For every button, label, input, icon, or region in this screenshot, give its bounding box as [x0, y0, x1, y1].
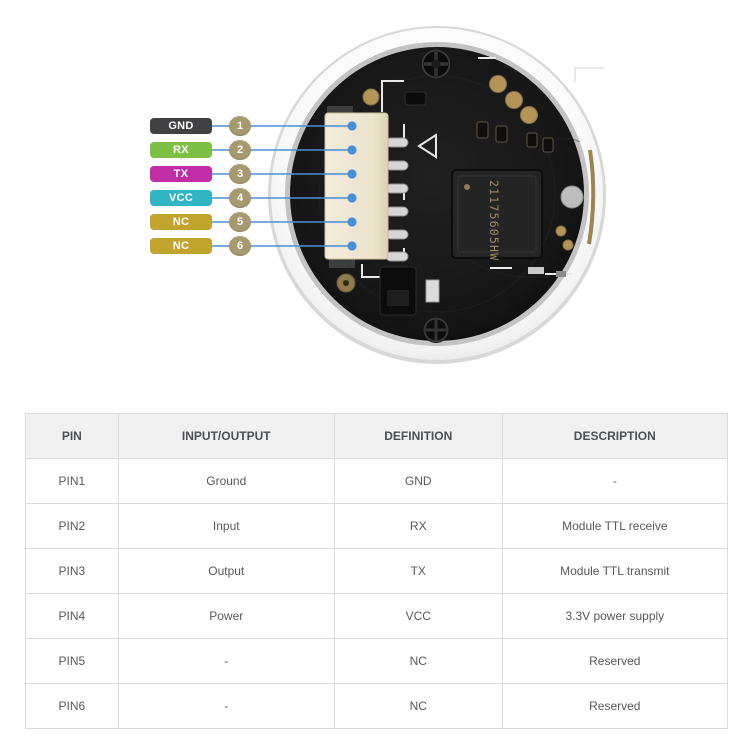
- screw-bottom-icon: [423, 317, 449, 343]
- screw-top-icon: [421, 49, 451, 79]
- cell-io: -: [117, 638, 335, 684]
- pin-label-nc5: NC: [150, 214, 212, 230]
- table-header-row: PIN INPUT/OUTPUT DEFINITION DESCRIPTION: [25, 413, 729, 459]
- gold-trace: [587, 149, 596, 245]
- cell-io: Power: [117, 593, 335, 639]
- chip-marking: 21175605HW: [487, 180, 501, 261]
- table-row: PIN3 Output TX Module TTL transmit: [25, 548, 729, 594]
- cell-pin: PIN1: [25, 458, 119, 504]
- cell-definition: GND: [333, 458, 503, 504]
- pin-label-vcc: VCC: [150, 190, 212, 206]
- cell-pin: PIN6: [25, 683, 119, 729]
- fingerprint-module-photo: 21175605HW: [211, 26, 606, 364]
- cell-description: 3.3V power supply: [501, 593, 729, 639]
- connector-pins: [385, 137, 409, 262]
- pin-number-badge-4: 4: [229, 188, 251, 208]
- pin-number-badge-6: 6: [229, 236, 251, 256]
- cell-description: Module TTL receive: [501, 503, 729, 549]
- cell-definition: TX: [333, 548, 503, 594]
- cell-pin: PIN3: [25, 548, 119, 594]
- cell-definition: NC: [333, 638, 503, 684]
- main-chip: 21175605HW: [451, 169, 543, 261]
- column-header-pin: PIN: [25, 413, 119, 459]
- cell-io: -: [117, 683, 335, 729]
- column-header-input-output: INPUT/OUTPUT: [117, 413, 335, 459]
- gold-pads: [362, 75, 574, 251]
- column-header-description: DESCRIPTION: [501, 413, 729, 459]
- chip-pin1-marker: [464, 184, 470, 190]
- table-row: PIN5 - NC Reserved: [25, 638, 729, 684]
- pin-number-badge-2: 2: [229, 140, 251, 160]
- table-row: PIN4 Power VCC 3.3V power supply: [25, 593, 729, 639]
- table-row: PIN6 - NC Reserved: [25, 683, 729, 729]
- pin-number-badge-5: 5: [229, 212, 251, 232]
- cell-description: Reserved: [501, 683, 729, 729]
- cell-definition: NC: [333, 683, 503, 729]
- pin-description-table: PIN INPUT/OUTPUT DEFINITION DESCRIPTION …: [25, 413, 729, 729]
- pin-label-nc6: NC: [150, 238, 212, 254]
- table-row: PIN2 Input RX Module TTL receive: [25, 503, 729, 549]
- cell-io: Output: [117, 548, 335, 594]
- mounting-hole: [560, 185, 584, 209]
- pad-slots: [476, 121, 554, 153]
- cell-io: Ground: [117, 458, 335, 504]
- cell-pin: PIN5: [25, 638, 119, 684]
- cell-pin: PIN4: [25, 593, 119, 639]
- cell-io: Input: [117, 503, 335, 549]
- pin-label-tx: TX: [150, 166, 212, 182]
- pin-number-badge-1: 1: [229, 116, 251, 136]
- column-header-definition: DEFINITION: [333, 413, 503, 459]
- pin-number-badge-3: 3: [229, 164, 251, 184]
- pin-label-rx: RX: [150, 142, 212, 158]
- table-row: PIN1 Ground GND -: [25, 458, 729, 504]
- cell-description: Reserved: [501, 638, 729, 684]
- pin-label-gnd: GND: [150, 118, 212, 134]
- cell-definition: RX: [333, 503, 503, 549]
- cell-description: Module TTL transmit: [501, 548, 729, 594]
- cell-description: -: [501, 458, 729, 504]
- cell-pin: PIN2: [25, 503, 119, 549]
- cell-definition: VCC: [333, 593, 503, 639]
- pinout-diagram: 21175605HW: [150, 26, 606, 364]
- misc-components: [336, 91, 566, 316]
